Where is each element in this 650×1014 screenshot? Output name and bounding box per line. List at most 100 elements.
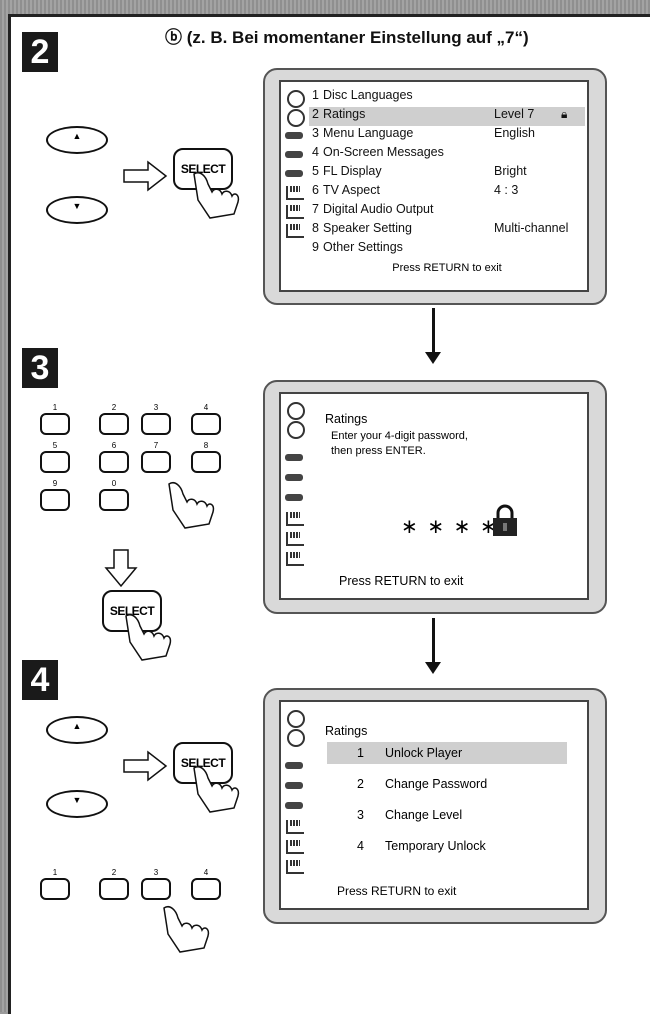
number-key-5[interactable]: 5: [40, 441, 70, 473]
display-icon: [285, 494, 303, 501]
number-key-4[interactable]: 4: [191, 868, 221, 900]
password-field[interactable]: ∗ ∗ ∗ ∗: [401, 516, 499, 538]
key-label: 4: [203, 868, 209, 877]
speaker-icon: [286, 860, 304, 874]
row-label: Digital Audio Output: [323, 202, 434, 216]
exit-hint: Press RETURN to exit: [392, 262, 502, 274]
down-flow-arrow: [425, 308, 441, 364]
option-label: Change Password: [385, 777, 488, 791]
number-key-2[interactable]: 2: [99, 403, 129, 435]
select-button[interactable]: SELECT: [173, 742, 233, 784]
row-number: 2: [312, 107, 319, 121]
key-label: 8: [203, 441, 209, 450]
step-number-2: 2: [22, 32, 58, 72]
down-hollow-arrow-icon: [104, 549, 138, 588]
step-number-3: 3: [22, 348, 58, 388]
option-change-password[interactable]: 2 Change Password: [327, 773, 567, 795]
menu-row-on-screen-messages[interactable]: 4 On-Screen Messages: [309, 145, 585, 164]
row-label: On-Screen Messages: [323, 145, 444, 159]
number-key-8[interactable]: 8: [191, 441, 221, 473]
number-key-3[interactable]: 3: [141, 868, 171, 900]
number-key-3[interactable]: 3: [141, 403, 171, 435]
display-icon: [285, 132, 303, 139]
number-key-2[interactable]: 2: [99, 868, 129, 900]
option-number: 4: [357, 839, 364, 853]
row-label: Disc Languages: [323, 88, 413, 102]
speaker-icon: [286, 532, 304, 546]
disc-icon: [287, 710, 305, 728]
disc-icon: [287, 402, 305, 420]
speaker-icon: [286, 552, 304, 566]
option-number: 2: [357, 777, 364, 791]
down-arrow-icon: ▼: [72, 795, 82, 805]
key-label: 3: [153, 868, 159, 877]
down-flow-arrow: [425, 618, 441, 674]
key-label: 4: [203, 403, 209, 412]
row-number: 3: [312, 126, 319, 140]
row-number: 1: [312, 88, 319, 102]
hand-press-icon: [168, 482, 215, 529]
ratings-menu-screen: Ratings 1 Unlock Player 2 Change Passwor…: [263, 688, 607, 924]
speaker-icon: [286, 840, 304, 854]
key-label: 3: [153, 403, 159, 412]
hand-press-icon: [193, 766, 240, 813]
up-arrow-icon: ▲: [72, 721, 82, 731]
option-unlock-player[interactable]: 1 Unlock Player: [327, 742, 567, 764]
password-prompt-line-1: Enter your 4-digit password,: [331, 430, 468, 442]
down-button[interactable]: ▼: [46, 196, 108, 224]
display-icon: [285, 454, 303, 461]
number-key-7[interactable]: 7: [141, 441, 171, 473]
display-icon: [285, 170, 303, 177]
option-temporary-unlock[interactable]: 4 Temporary Unlock: [327, 835, 567, 857]
key-label: 6: [111, 441, 117, 450]
menu-row-disc-languages[interactable]: 1 Disc Languages: [309, 88, 585, 107]
key-label: 2: [111, 868, 117, 877]
row-number: 5: [312, 164, 319, 178]
number-key-4[interactable]: 4: [191, 403, 221, 435]
speaker-icon: [286, 512, 304, 526]
display-icon: [285, 474, 303, 481]
step-number-4: 4: [22, 660, 58, 700]
row-number: 7: [312, 202, 319, 216]
row-value: Level 7: [494, 107, 535, 121]
row-number: 9: [312, 240, 319, 254]
key-label: 2: [111, 403, 117, 412]
password-panel: Ratings Enter your 4-digit password, the…: [279, 392, 589, 600]
dialog-title: Ratings: [325, 724, 368, 738]
display-icon: [285, 151, 303, 158]
row-value: English: [494, 126, 535, 140]
display-icon: [285, 782, 303, 789]
down-arrow-icon: ▼: [72, 201, 82, 211]
number-key-0[interactable]: 0: [99, 479, 129, 511]
menu-row-digital-audio-output[interactable]: 7 Digital Audio Output: [309, 202, 585, 221]
option-change-level[interactable]: 3 Change Level: [327, 804, 567, 826]
number-key-1[interactable]: 1: [40, 868, 70, 900]
up-button[interactable]: ▲: [46, 716, 108, 744]
number-key-9[interactable]: 9: [40, 479, 70, 511]
up-arrow-icon: ▲: [72, 131, 82, 141]
disc-icon: [287, 729, 305, 747]
exit-hint: Press RETURN to exit: [339, 574, 464, 588]
number-key-1[interactable]: 1: [40, 403, 70, 435]
speaker-icon: [286, 186, 304, 200]
up-button[interactable]: ▲: [46, 126, 108, 154]
number-key-6[interactable]: 6: [99, 441, 129, 473]
speaker-icon: [286, 205, 304, 219]
lock-icon: [493, 504, 517, 536]
row-label: FL Display: [323, 164, 382, 178]
exit-hint: Press RETURN to exit: [337, 884, 457, 898]
option-label: Change Level: [385, 808, 463, 822]
row-number: 4: [312, 145, 319, 159]
lock-icon: 🔒︎: [561, 107, 568, 121]
down-button[interactable]: ▼: [46, 790, 108, 818]
hand-press-icon: [193, 172, 240, 219]
dialog-title: Ratings: [325, 412, 368, 426]
